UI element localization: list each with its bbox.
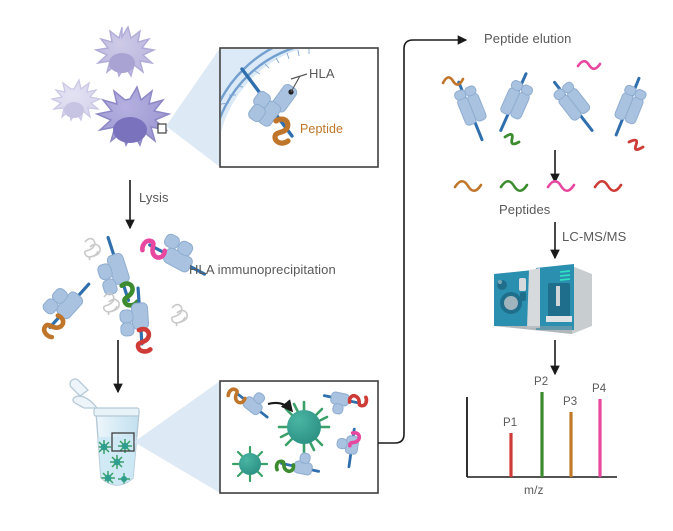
label-peptide: Peptide xyxy=(300,122,344,136)
bead-capture-inset xyxy=(219,380,379,494)
zoom-beam-membrane xyxy=(166,48,220,167)
spectrum-peak-label-p2: P2 xyxy=(534,376,549,388)
label-mz-axis: m/z xyxy=(524,483,544,497)
cell-left xyxy=(49,78,103,122)
mass-spectrum-plot xyxy=(466,392,617,478)
label-lc-ms-ms: LC-MS/MS xyxy=(562,229,627,244)
spectrum-peak-label-p3: P3 xyxy=(563,396,578,408)
label-hla-immunoprecipitation: HLA immunoprecipitation xyxy=(189,262,336,277)
cell-top xyxy=(93,25,157,78)
hla-molecule-inset xyxy=(240,67,308,146)
zoom-beam-beads xyxy=(134,381,220,493)
eppendorf-tube xyxy=(69,378,140,486)
cell-group xyxy=(49,25,172,147)
elution-connector-arrow xyxy=(378,35,468,444)
mass-spectrometer-instrument xyxy=(494,264,592,334)
elution-hla-group xyxy=(441,59,647,151)
free-peptides-row xyxy=(453,179,623,193)
cell-debris xyxy=(83,237,188,327)
membrane-hla-inset xyxy=(219,47,379,168)
magnetic-bead-small xyxy=(231,445,269,483)
magnetic-bead-large xyxy=(277,400,331,454)
spectrum-peak-label-p4: P4 xyxy=(592,383,607,395)
lysed-hla-group xyxy=(41,233,207,354)
spectrum-peak-label-p1: P1 xyxy=(503,417,518,429)
cell-main xyxy=(94,85,172,147)
label-hla: HLA xyxy=(309,66,335,81)
label-lysis: Lysis xyxy=(139,190,169,205)
label-peptides: Peptides xyxy=(499,202,551,217)
label-peptide-elution: Peptide elution xyxy=(484,31,572,46)
